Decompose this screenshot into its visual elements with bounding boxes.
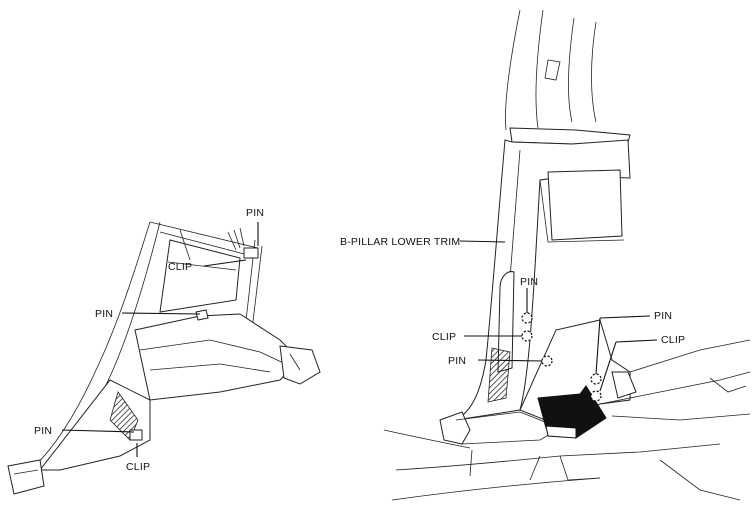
label-clip-top: CLIP bbox=[168, 261, 192, 273]
clip-marker bbox=[521, 330, 533, 342]
label-pin-inner: PIN bbox=[520, 276, 538, 288]
label-clip-left: CLIP bbox=[432, 331, 456, 343]
label-pin-top: PIN bbox=[246, 207, 264, 219]
label-b-pillar-lower-trim: B-PILLAR LOWER TRIM bbox=[340, 236, 460, 248]
label-pin-left: PIN bbox=[448, 355, 466, 367]
left-pillar-illustration bbox=[7, 221, 321, 495]
label-clip-bottom: CLIP bbox=[126, 461, 150, 473]
label-pin-bottom: PIN bbox=[34, 425, 52, 437]
pin-marker bbox=[590, 373, 602, 385]
pin-marker bbox=[541, 355, 553, 367]
clip-marker bbox=[590, 390, 602, 402]
removal-direction-arrow bbox=[537, 385, 607, 439]
label-clip-right: CLIP bbox=[661, 334, 685, 346]
fastener-markers bbox=[521, 312, 602, 402]
right-leaders bbox=[459, 240, 658, 392]
pin-marker bbox=[521, 312, 533, 324]
label-pin-right: PIN bbox=[654, 310, 672, 322]
label-pin-mid: PIN bbox=[95, 308, 113, 320]
left-leaders bbox=[61, 222, 259, 457]
